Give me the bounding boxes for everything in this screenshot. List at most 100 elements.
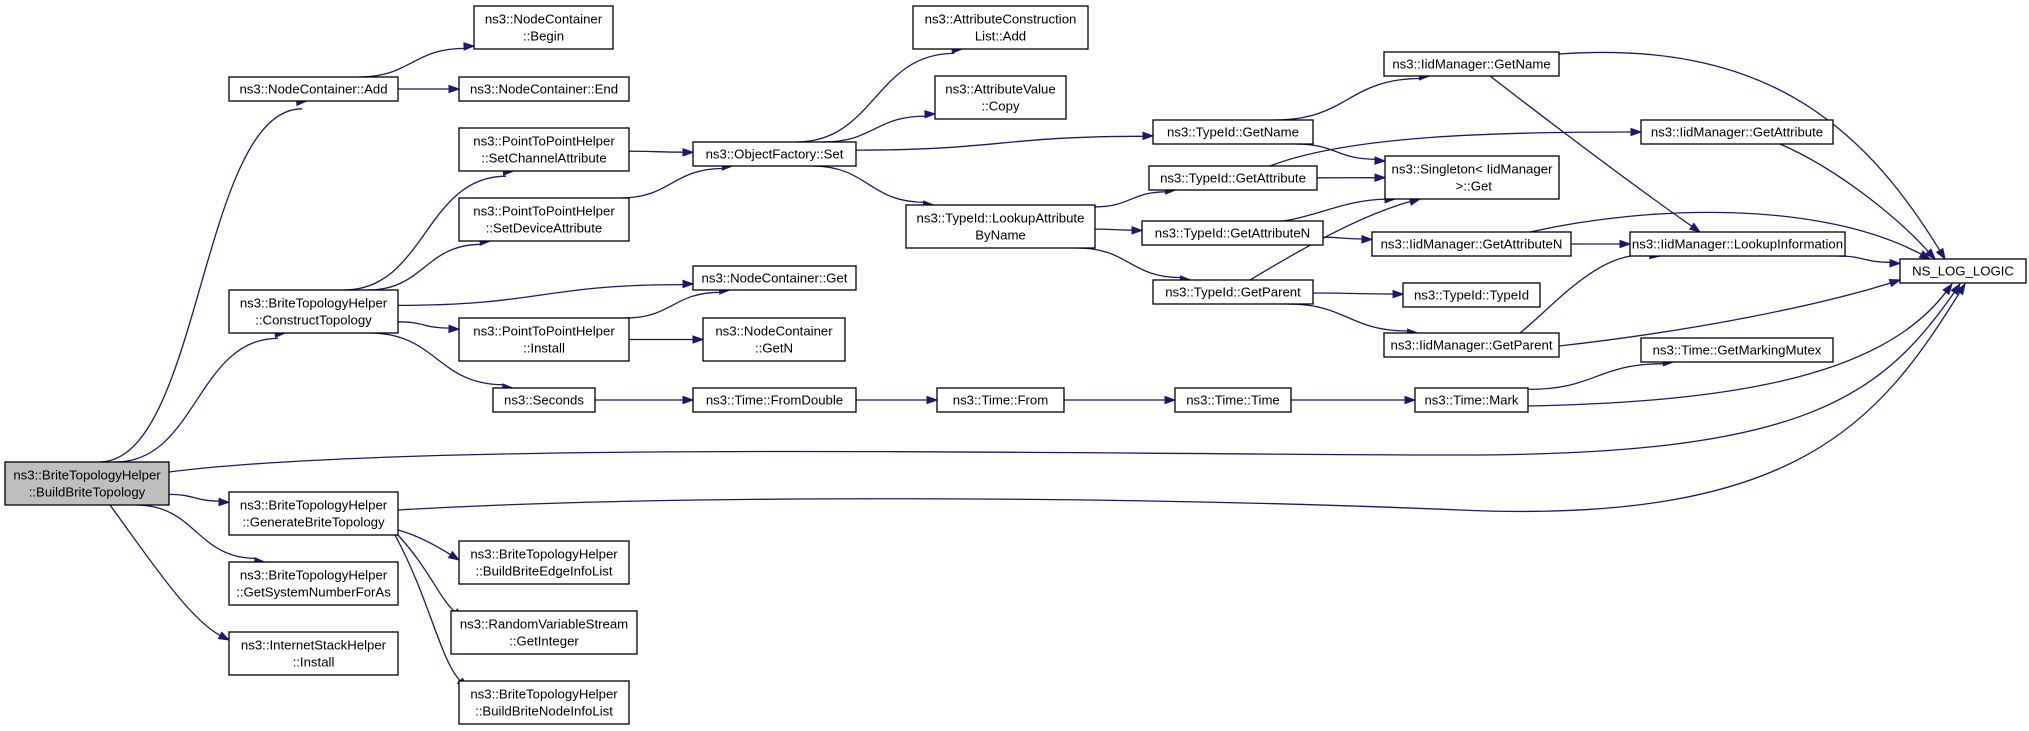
node-tgetattr[interactable]: ns3::TypeId::GetAttribute — [1148, 165, 1318, 191]
node-box[interactable] — [702, 317, 846, 362]
arrowhead — [682, 148, 695, 157]
node-box[interactable] — [228, 289, 399, 334]
node-from[interactable]: ns3::Time::From — [936, 387, 1065, 413]
node-ncadd[interactable]: ns3::NodeContainer::Add — [228, 76, 399, 102]
node-box[interactable] — [692, 265, 857, 291]
node-box[interactable] — [1629, 231, 1846, 257]
node-box[interactable] — [1148, 165, 1318, 191]
node-box[interactable] — [458, 680, 630, 725]
edge-line — [795, 52, 955, 143]
node-label-line: ns3::Singleton< IidManager — [1392, 162, 1554, 177]
node-box[interactable] — [905, 204, 1096, 249]
node-box[interactable] — [1152, 119, 1314, 145]
node-edgeinfo[interactable]: ns3::BriteTopologyHelper::BuildBriteEdge… — [458, 540, 630, 585]
node-generate[interactable]: ns3::BriteTopologyHelper::GenerateBriteT… — [228, 491, 399, 536]
node-tgetattrn[interactable]: ns3::TypeId::GetAttributeN — [1141, 220, 1324, 246]
edge-line — [1094, 228, 1134, 231]
node-iidgetattrn[interactable]: ns3::IidManager::GetAttributeN — [1371, 231, 1572, 257]
node-box[interactable] — [1402, 282, 1541, 308]
node-sysnum[interactable]: ns3::BriteTopologyHelper::GetSystemNumbe… — [228, 561, 399, 606]
node-ncbegin[interactable]: ns3::NodeContainer::Begin — [473, 5, 614, 50]
node-box[interactable] — [1141, 220, 1324, 246]
node-box[interactable] — [473, 5, 614, 50]
edge-line — [109, 504, 222, 637]
node-label-line: ns3::InternetStackHelper — [241, 638, 387, 653]
node-randint[interactable]: ns3::RandomVariableStream::GetInteger — [450, 610, 638, 655]
node-mutex[interactable]: ns3::Time::GetMarkingMutex — [1640, 337, 1834, 363]
node-box[interactable] — [458, 197, 630, 242]
node-iidgetparent[interactable]: ns3::IidManager::GetParent — [1383, 332, 1560, 358]
node-box[interactable] — [1640, 337, 1834, 363]
node-box[interactable] — [1640, 119, 1834, 145]
node-ncend[interactable]: ns3::NodeContainer::End — [458, 76, 630, 102]
node-construct[interactable]: ns3::BriteTopologyHelper::ConstructTopol… — [228, 289, 399, 334]
node-inetinstall[interactable]: ns3::InternetStackHelper::Install — [228, 631, 399, 676]
node-singleton[interactable]: ns3::Singleton< IidManager >::Get — [1384, 155, 1560, 200]
node-iidgetname[interactable]: ns3::IidManager::GetName — [1383, 51, 1560, 77]
edge-tgetattrn-to-singleton — [1239, 194, 1397, 224]
node-iidgetattr[interactable]: ns3::IidManager::GetAttribute — [1640, 119, 1834, 145]
edge-line — [1239, 198, 1387, 224]
node-timetime[interactable]: ns3::Time::Time — [1174, 387, 1292, 413]
edge-iidgetname-to-iidlookup — [1489, 75, 1702, 233]
node-fromdouble[interactable]: ns3::Time::FromDouble — [692, 387, 857, 413]
node-iidlookup[interactable]: ns3::IidManager::LookupInformation — [1629, 231, 1846, 257]
node-box[interactable] — [450, 610, 638, 655]
node-box[interactable] — [4, 461, 170, 506]
node-box[interactable] — [228, 491, 399, 536]
node-tgetname[interactable]: ns3::TypeId::GetName — [1152, 119, 1314, 145]
node-box[interactable] — [692, 387, 857, 413]
node-box[interactable] — [1899, 258, 2027, 284]
edge-build-to-construct — [115, 329, 287, 463]
node-tgetparent[interactable]: ns3::TypeId::GetParent — [1152, 279, 1314, 305]
node-box[interactable] — [1384, 155, 1560, 200]
node-setchan[interactable]: ns3::PointToPointHelper::SetChannelAttri… — [458, 127, 630, 172]
node-seconds[interactable]: ns3::Seconds — [492, 387, 596, 413]
node-box[interactable] — [458, 76, 630, 102]
node-ofset[interactable]: ns3::ObjectFactory::Set — [692, 141, 857, 167]
node-box[interactable] — [492, 387, 596, 413]
node-label-line: ::SetDeviceAttribute — [486, 221, 603, 236]
edge-line — [397, 291, 1961, 512]
node-nodeinfo[interactable]: ns3::BriteTopologyHelper::BuildBriteNode… — [458, 680, 630, 725]
node-box[interactable] — [934, 75, 1067, 120]
node-label-line: ::ConstructTopology — [255, 313, 372, 328]
node-setdev[interactable]: ns3::PointToPointHelper::SetDeviceAttrib… — [458, 197, 630, 242]
node-ncgetn[interactable]: ns3::NodeContainer::GetN — [702, 317, 846, 362]
node-label-line: ::GetN — [755, 341, 793, 356]
node-build[interactable]: ns3::BriteTopologyHelper::BuildBriteTopo… — [4, 461, 170, 506]
node-nslog[interactable]: NS_LOG_LOGIC — [1899, 258, 2027, 284]
node-box[interactable] — [228, 631, 399, 676]
node-box[interactable] — [458, 127, 630, 172]
edge-line — [168, 493, 221, 502]
node-box[interactable] — [228, 76, 399, 102]
node-label-line: ns3::TypeId::TypeId — [1414, 288, 1529, 303]
node-box[interactable] — [1174, 387, 1292, 413]
edge-line — [367, 243, 482, 291]
node-box[interactable] — [692, 141, 857, 167]
node-box[interactable] — [228, 561, 399, 606]
node-avcopy[interactable]: ns3::AttributeValue::Copy — [934, 75, 1067, 120]
node-box[interactable] — [1152, 279, 1314, 305]
node-label-line: ns3::NodeContainer — [485, 12, 603, 27]
node-box[interactable] — [1414, 387, 1529, 413]
node-box[interactable] — [936, 387, 1065, 413]
node-typeid[interactable]: ns3::TypeId::TypeId — [1402, 282, 1541, 308]
edge-setchan-to-ofset — [628, 148, 695, 157]
node-box[interactable] — [912, 5, 1089, 50]
arrowhead — [1392, 289, 1405, 299]
node-box[interactable] — [1383, 332, 1560, 358]
node-box[interactable] — [458, 317, 630, 362]
node-mark[interactable]: ns3::Time::Mark — [1414, 387, 1529, 413]
node-box[interactable] — [1371, 231, 1572, 257]
edge-line — [1249, 200, 1412, 281]
node-box[interactable] — [458, 540, 630, 585]
arrowhead — [217, 631, 231, 641]
node-label-line: ::BuildBriteEdgeInfoList — [475, 564, 612, 579]
node-ncget[interactable]: ns3::NodeContainer::Get — [692, 265, 857, 291]
arrowhead — [447, 550, 461, 561]
node-box[interactable] — [1383, 51, 1560, 77]
node-p2pinstall[interactable]: ns3::PointToPointHelper::Install — [458, 317, 630, 362]
